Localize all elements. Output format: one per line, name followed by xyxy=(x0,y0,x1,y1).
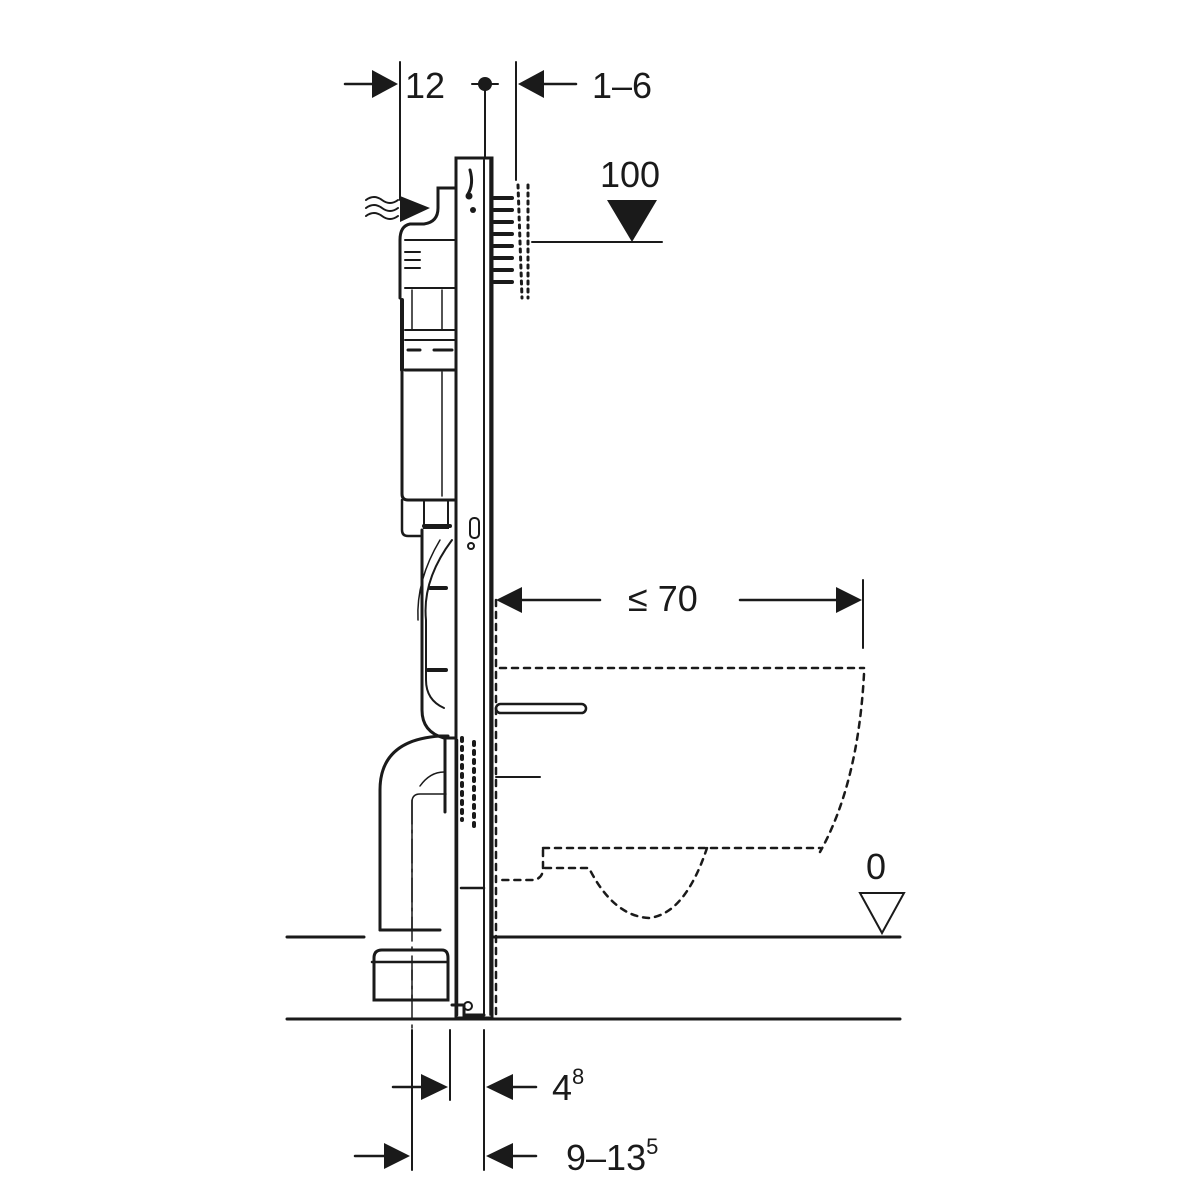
drain-collar xyxy=(370,948,450,1002)
wc-bowl-outline xyxy=(494,598,866,1017)
dimension-label-12: 12 xyxy=(405,65,446,106)
dimension-superscript: 5 xyxy=(646,1134,659,1159)
top-dimension-group xyxy=(343,61,578,201)
cistern xyxy=(365,186,458,538)
wall-fixing-bars xyxy=(492,183,663,300)
drain-bend xyxy=(378,734,476,1091)
flush-pipe xyxy=(417,528,458,740)
dimension-superscript: 8 xyxy=(572,1064,585,1089)
dimension-label-4-8: 48 xyxy=(552,1066,584,1108)
projection-dimension xyxy=(496,579,864,649)
bottom-dimension-group xyxy=(353,1029,538,1171)
projection-label: ≤ 70 xyxy=(628,578,698,619)
floor-level-label: 0 xyxy=(866,846,887,887)
height-label-100: 100 xyxy=(600,154,661,195)
dimension-base: 9–13 xyxy=(566,1137,647,1178)
air-inlet-arrow-icon xyxy=(400,196,430,222)
dimension-label-1-6: 1–6 xyxy=(592,65,653,106)
height-marker-icon xyxy=(607,200,657,242)
installation-frame xyxy=(450,156,494,1020)
dimension-label-9-13-5: 9–135 xyxy=(566,1136,658,1178)
dimension-base: 4 xyxy=(552,1067,573,1108)
fixing-stud-upper xyxy=(494,702,588,715)
floor-level-marker-icon xyxy=(858,892,906,936)
